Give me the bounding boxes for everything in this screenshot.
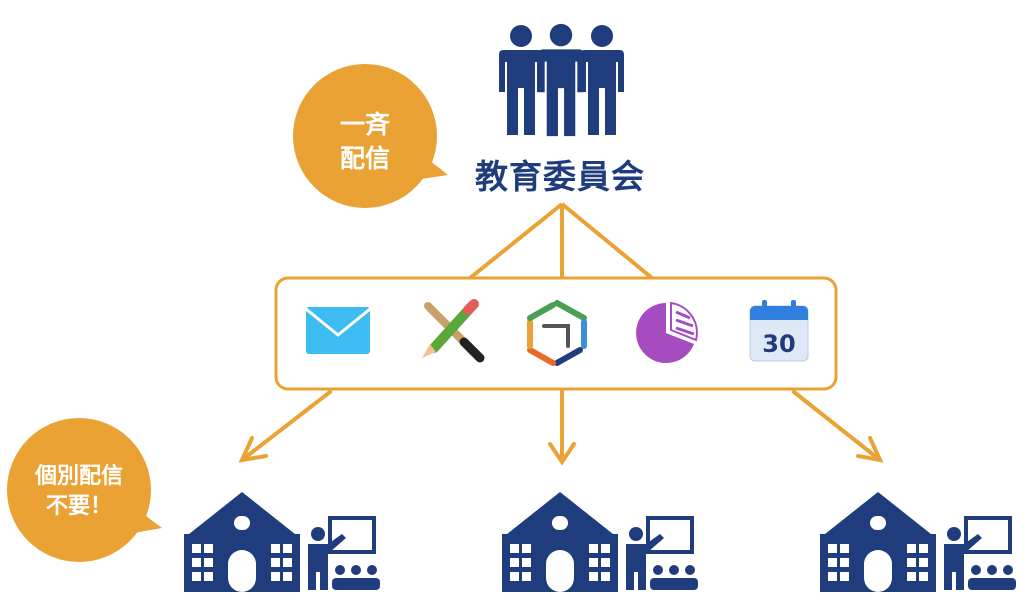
teacher-classroom-icon bbox=[308, 516, 380, 590]
no-individual-line-1: 個別配信 bbox=[34, 464, 123, 489]
connector-line bbox=[560, 202, 654, 280]
no-individual-bubble bbox=[7, 418, 162, 562]
mail-icon bbox=[305, 307, 371, 354]
pencil-brush-icon bbox=[422, 299, 485, 363]
no-individual-line-2: 不要！ bbox=[45, 493, 112, 519]
group-of-people-icon bbox=[499, 23, 624, 137]
top-connectors bbox=[468, 202, 654, 280]
school-group-center bbox=[502, 492, 698, 592]
calendar-icon: 30 bbox=[749, 300, 809, 362]
bottom-arrows bbox=[238, 390, 884, 466]
cube-logo-icon bbox=[527, 300, 587, 366]
school-group-left bbox=[184, 492, 380, 592]
calendar-day-text: 30 bbox=[762, 330, 795, 358]
arrow-head-left bbox=[238, 436, 268, 463]
school-group-right bbox=[820, 492, 1016, 592]
broadcast-bubble-text: 一斉 配信 bbox=[298, 108, 432, 176]
broadcast-line-1: 一斉 bbox=[339, 110, 390, 139]
teacher-classroom-icon bbox=[944, 516, 1016, 590]
connector-line bbox=[468, 202, 564, 280]
broadcast-bubble bbox=[293, 64, 448, 208]
arrow-line-left bbox=[240, 390, 332, 462]
arrow-head-right bbox=[856, 436, 884, 463]
tools-box bbox=[274, 276, 838, 391]
arrow-head-center bbox=[548, 442, 576, 466]
no-individual-bubble-text: 個別配信 不要！ bbox=[4, 462, 154, 521]
arrow-line-right bbox=[792, 390, 882, 462]
teacher-classroom-icon bbox=[626, 516, 698, 590]
pie-chart-icon bbox=[636, 301, 698, 363]
board-of-education-label: 教育委員会 bbox=[475, 157, 645, 196]
broadcast-line-2: 配信 bbox=[339, 143, 390, 173]
